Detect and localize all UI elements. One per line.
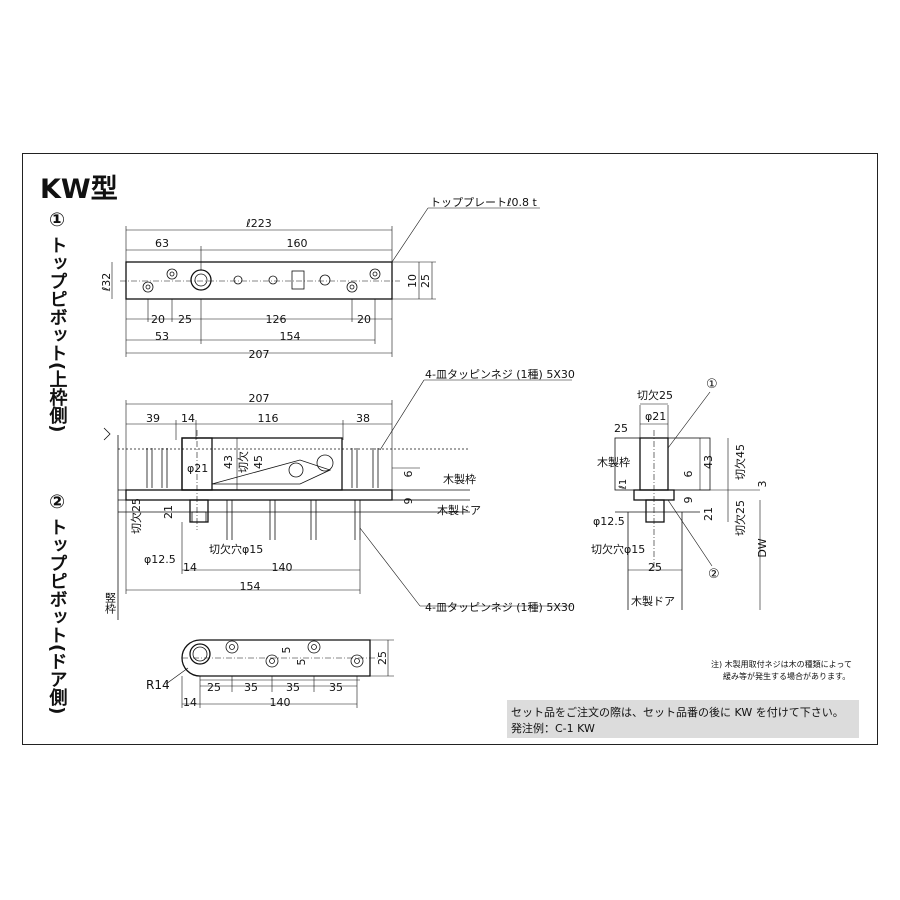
sec-cut25-side: 切欠25	[733, 500, 747, 536]
dim-l223: ℓ223	[245, 217, 272, 230]
bot-dim-25b: 25	[207, 681, 221, 694]
dim-207: 207	[249, 348, 270, 361]
bot-dim-35a: 35	[244, 681, 258, 694]
section-2-text: トップピボット(ドア側)	[47, 518, 69, 714]
dim-20a: 20	[151, 313, 165, 326]
side-cut45: 切欠	[236, 451, 250, 473]
sec-frame-wood: 木製枠	[597, 455, 630, 469]
plate-label: トッププレートℓ0.8 t	[430, 196, 538, 209]
sec-dw: DW	[756, 538, 769, 557]
bot-dim-140: 140	[270, 696, 291, 709]
top-plate-view: ℓ223 63 160 ℓ32 10 25 トッププレートℓ0.8 t 20 2…	[100, 196, 540, 361]
bot-dim-35b: 35	[286, 681, 300, 694]
bot-dim-25: 25	[376, 651, 389, 665]
side-dim-43: 43	[222, 455, 235, 469]
sec-dim-21: 21	[702, 507, 715, 521]
sec-dim-25: 25	[614, 422, 628, 435]
side-dim-116: 116	[258, 412, 279, 425]
sec-dim-9: 9	[682, 497, 695, 504]
vertical-frame-label: 竪枠	[104, 592, 117, 615]
bot-dim-5a: 5	[280, 647, 293, 654]
sec-dim-6: 6	[682, 471, 695, 478]
side-dim-9: 9	[402, 498, 415, 505]
side-dim-39: 39	[146, 412, 160, 425]
bot-dim-14: 14	[183, 696, 197, 709]
section-2-number: ②	[49, 491, 65, 513]
side-dim-14: 14	[181, 412, 195, 425]
side-dim-154: 154	[240, 580, 261, 593]
door-wood-label: 木製ドア	[437, 503, 481, 517]
sec-door-wood: 木製ドア	[631, 594, 675, 608]
note-line-2: 緩み等が発生する場合があります。	[723, 671, 850, 681]
sec-dim-43: 43	[702, 455, 715, 469]
cross-section-view: 切欠25 φ21 ① 25 木製枠 ℓ1 43 切欠45 3 6 9 21 切欠…	[591, 377, 769, 610]
sec-phi21: φ21	[645, 410, 666, 423]
dim-25-right: 25	[419, 274, 432, 288]
sec-l1: ℓ1	[618, 479, 629, 490]
bot-dim-35c: 35	[329, 681, 343, 694]
door-plate-view: 5 5 25 R14 25 35 35 35 14 140	[146, 639, 394, 709]
sec-cut45: 切欠45	[733, 444, 747, 480]
dim-63: 63	[155, 237, 169, 250]
side-cut25: 切欠25	[129, 498, 143, 534]
bot-dim-5b: 5	[295, 659, 308, 666]
screw-top-label: 4-皿タッピンネジ (1種) 5X30	[425, 367, 575, 381]
sec-cuthole15: 切欠穴φ15	[591, 542, 645, 556]
sec-mark-1: ①	[706, 377, 718, 392]
side-dim-38: 38	[356, 412, 370, 425]
side-dim-140: 140	[272, 561, 293, 574]
sec-dim-25-bottom: 25	[648, 561, 662, 574]
side-dim-14b: 14	[183, 561, 197, 574]
section-2-label: ② トップピボット(ドア側)	[47, 491, 69, 714]
section-1-label: ① トップピボット(上枠側)	[47, 209, 69, 432]
dim-160: 160	[287, 237, 308, 250]
side-phi12-5: φ12.5	[144, 553, 176, 566]
side-dim-6: 6	[402, 471, 415, 478]
side-cuthole15: 切欠穴φ15	[209, 542, 263, 556]
order-line-2: 発注例：C-1 KW	[511, 721, 595, 735]
dim-10: 10	[406, 274, 419, 288]
sec-dim-3: 3	[756, 481, 769, 488]
frame-wood-label: 木製枠	[443, 472, 476, 486]
screw-bottom-label: 4-皿タッピンネジ (1種) 5X30	[425, 600, 575, 614]
sec-mark-2: ②	[708, 567, 720, 582]
note-line-1: 注) 木製用取付ネジは木の種類によって	[711, 659, 852, 669]
dim-154: 154	[280, 330, 301, 343]
bot-r14: R14	[146, 678, 170, 692]
section-1-number: ①	[49, 209, 65, 231]
dim-25b: 25	[178, 313, 192, 326]
dim-53: 53	[155, 330, 169, 343]
sec-phi12-5: φ12.5	[593, 515, 625, 528]
order-line-1: セット品をご注文の際は、セット品番の後に KW を付けて下さい。	[511, 705, 844, 719]
dim-126: 126	[266, 313, 287, 326]
page-title: KW型	[40, 174, 118, 205]
dim-20b: 20	[357, 313, 371, 326]
side-phi21: φ21	[187, 462, 208, 475]
side-dim-207: 207	[249, 392, 270, 405]
sec-cut25-top: 切欠25	[637, 388, 673, 402]
side-dim-21: 21	[162, 505, 175, 519]
order-note-box	[507, 700, 859, 738]
drawing-frame	[22, 153, 878, 745]
side-dim-45: 45	[252, 455, 265, 469]
section-1-text: トップピボット(上枠側)	[47, 236, 69, 432]
side-section-view: 207 39 14 116 38	[104, 367, 575, 620]
dim-l32: ℓ32	[100, 273, 113, 293]
